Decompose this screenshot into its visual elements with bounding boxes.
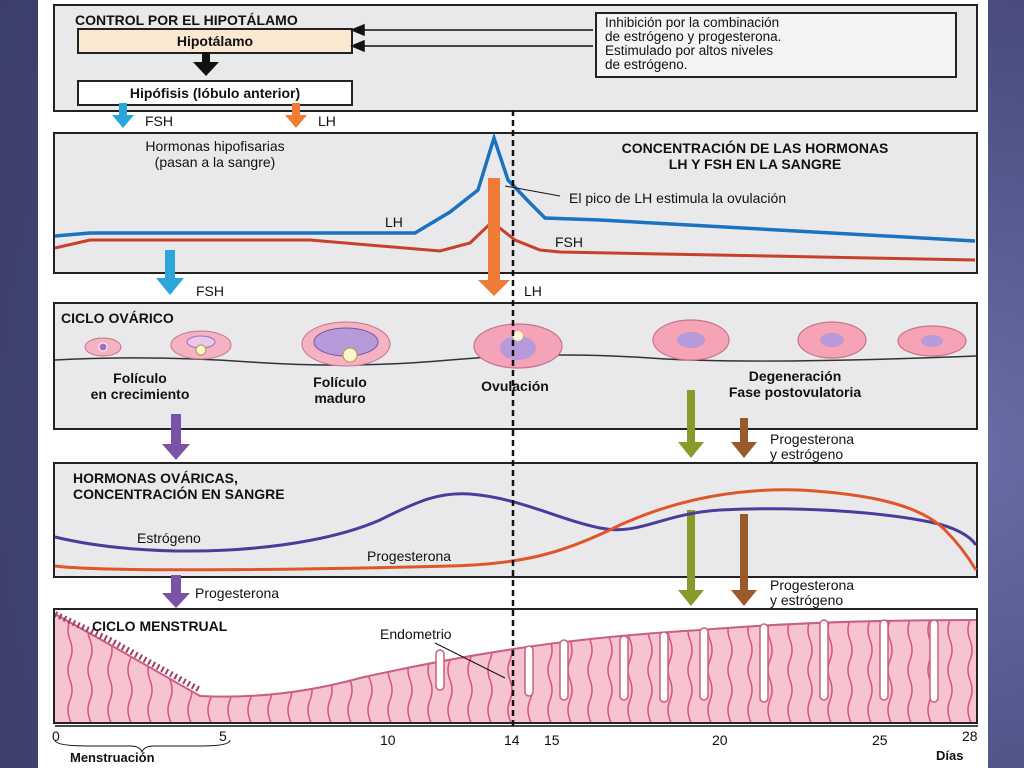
endometrium-illustration [55,611,976,722]
lh-peak-leader [504,185,561,197]
note-line-1: Inhibición por la combinación [605,15,780,30]
corpus-luteum-brown-arrow-1 [731,418,757,458]
hormones-to-uterus-label-1: Progesterona [770,577,855,593]
pituitary-box: Hipófisis (lóbulo anterior) [77,80,353,106]
progesterone-uterus-label: Progesterona [195,585,280,601]
day-tick-0: 0 [52,728,60,744]
note-line-2: de estrógeno y progesterona. [605,29,782,44]
pituitary-hormones-panel: Hormonas hipofisarias (pasan a la sangre… [53,132,978,274]
fsh-release-label: FSH [145,113,173,129]
menstruation-brace [54,739,231,754]
endometrium-leader [434,642,506,679]
hypothalamus-feedback-arrows [350,23,593,53]
ovary-to-hormones-arrow [162,414,190,460]
fsh-curve-label: FSH [555,234,583,250]
day-axis-unit: Días [936,748,964,763]
corpus-luteum-hormones-label-1: Progesterona [770,431,855,447]
endometrium-label: Endometrio [380,626,452,642]
day-tick-14: 14 [504,732,520,748]
degeneration-label-2: Fase postovulatoria [728,384,862,400]
lh-to-ovary-label: LH [524,283,542,299]
hypothalamus-panel: CONTROL POR EL HIPOTÁLAMO Hipotálamo Hip… [53,4,978,112]
lh-fsh-title-1: CONCENTRACIÓN DE LAS HORMONAS [621,140,889,156]
growing-follicle-label-1: Folículo [113,370,167,386]
growing-follicle-small [84,337,122,357]
menstrual-cycle-title: CICLO MENSTRUAL [92,618,228,634]
lh-curve-label: LH [385,214,403,230]
note-line-4: de estrógeno. [605,57,688,72]
inhibition-note-box: Inhibición por la combinación de estróge… [595,12,957,78]
mature-follicle [301,321,391,367]
estrogen-concentration-line [54,492,978,553]
hypothalamus-to-pituitary-arrow [193,52,219,76]
corpus-luteum-1 [652,319,730,361]
lh-peak-arrow [478,178,510,296]
lh-peak-annotation: El pico de LH estimula la ovulación [569,190,787,206]
corpus-luteum-olive-arrow-2 [678,510,704,606]
hormones-to-uterus-label-2: y estrógeno [770,592,844,608]
corpus-luteum-2 [797,321,867,359]
mature-follicle-label-1: Folículo [313,374,367,390]
hypothalamus-box: Hipotálamo [77,28,353,54]
corpus-luteum-hormones-label-2: y estrógeno [770,446,844,462]
lh-release-label: LH [318,113,336,129]
corpus-luteum-3 [897,325,967,357]
progesterone-concentration-line [54,488,978,572]
ovarian-cycle-title: CICLO OVÁRICO [61,310,174,326]
menstruation-label: Menstruación [70,750,155,765]
day-tick-15: 15 [544,732,560,748]
fsh-release-arrow [112,103,134,128]
corpus-luteum-brown-arrow-2 [731,514,757,606]
lh-fsh-title-2: LH Y FSH EN LA SANGRE [668,156,842,172]
growing-follicle-medium [170,330,232,360]
hypothalamus-title: CONTROL POR EL HIPOTÁLAMO [75,12,298,28]
ovulation-label: Ovulación [481,378,549,394]
fsh-to-ovary-label: FSH [196,283,224,299]
pituitary-subtitle-1: Hormonas hipofisarias [145,138,285,154]
progesterone-label: Progesterona [367,548,452,564]
corpus-luteum-olive-arrow-1 [678,390,704,458]
ovarian-hormones-title-2: CONCENTRACIÓN EN SANGRE [73,486,285,502]
fsh-concentration-line [54,220,976,262]
day-tick-20: 20 [712,732,728,748]
mature-follicle-label-2: maduro [314,390,366,406]
ovary-surface-line [54,354,977,366]
progesterone-to-uterus-arrow [162,575,190,608]
day-tick-25: 25 [872,732,888,748]
degeneration-label-1: Degeneración [748,368,842,384]
pituitary-subtitle-2: (pasan a la sangre) [154,154,276,170]
day-tick-28: 28 [962,728,978,744]
lh-concentration-line [54,132,976,243]
day-tick-10: 10 [380,732,396,748]
estrogen-label: Estrógeno [137,530,201,546]
growing-follicle-label-2: en crecimiento [90,386,190,402]
day-tick-5: 5 [219,728,227,744]
ovarian-hormones-panel: HORMONAS OVÁRICAS, CONCENTRACIÓN EN SANG… [53,462,978,578]
lh-release-arrow [285,103,307,128]
ovulating-follicle [473,323,563,369]
fsh-to-ovary-arrow [156,250,184,295]
ovarian-hormones-title-1: HORMONAS OVÁRICAS, [73,470,238,486]
note-line-3: Estimulado por altos niveles [605,43,774,58]
